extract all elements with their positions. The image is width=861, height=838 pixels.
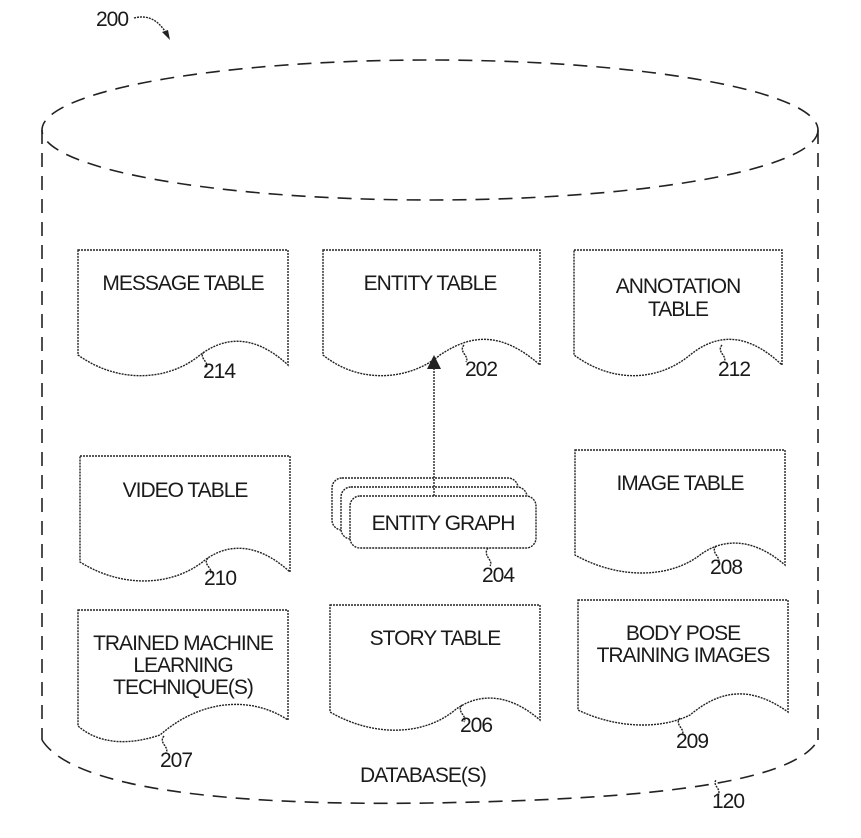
video-table-ref: 210: [204, 567, 236, 590]
database-ref-leader: [714, 779, 720, 797]
cylinder-bottom: [41, 739, 819, 805]
cylinder-top: [41, 59, 819, 201]
message-table: MESSAGE TABLE 214: [77, 249, 289, 383]
image-table-ref: 208: [710, 556, 742, 579]
figure-ref-arrow: [133, 16, 169, 37]
image-table-label: IMAGE TABLE: [616, 472, 744, 495]
database-cylinder: [41, 59, 819, 805]
annotation-table-label-line1: ANNOTATION: [616, 275, 741, 298]
annotation-table-ref: 212: [718, 358, 750, 381]
video-table-label: VIDEO TABLE: [123, 479, 249, 502]
story-table-label: STORY TABLE: [370, 627, 502, 650]
trained-ml-table: TRAINED MACHINE LEARNING TECHNIQUE(S) 20…: [77, 609, 289, 772]
body-pose-label-line2: TRAINING IMAGES: [597, 644, 771, 667]
figure-ref-number: 200: [96, 8, 128, 31]
trained-ml-label-line3: TECHNIQUE(S): [113, 676, 253, 699]
entity-table: ENTITY TABLE 202: [322, 249, 541, 381]
entity-table-ref: 202: [465, 358, 497, 381]
entity-graph-ref: 204: [482, 564, 515, 587]
entity-graph: ENTITY GRAPH 204: [331, 477, 537, 587]
entity-table-label: ENTITY TABLE: [364, 272, 498, 295]
video-table: VIDEO TABLE 210: [79, 455, 291, 590]
body-pose-label-line1: BODY POSE: [626, 622, 741, 645]
message-table-ref: 214: [203, 360, 236, 383]
body-pose-ref: 209: [676, 730, 708, 753]
annotation-table: ANNOTATION TABLE 212: [573, 249, 783, 381]
trained-ml-ref: 207: [160, 749, 192, 772]
trained-ml-label-line1: TRAINED MACHINE: [93, 632, 274, 655]
story-table: STORY TABLE 206: [329, 604, 541, 737]
story-table-ref: 206: [460, 714, 492, 737]
annotation-table-label-line2: TABLE: [648, 298, 709, 321]
trained-ml-label-line2: LEARNING: [133, 654, 232, 677]
figure-ref-arrowhead-icon: [162, 30, 170, 40]
database-label: DATABASE(S): [360, 764, 486, 787]
entity-graph-label: ENTITY GRAPH: [372, 512, 515, 535]
database-ref: 120: [712, 790, 744, 813]
image-table: IMAGE TABLE 208: [574, 449, 786, 579]
body-pose-table: BODY POSE TRAINING IMAGES 209: [577, 599, 789, 753]
message-table-label: MESSAGE TABLE: [102, 272, 264, 295]
